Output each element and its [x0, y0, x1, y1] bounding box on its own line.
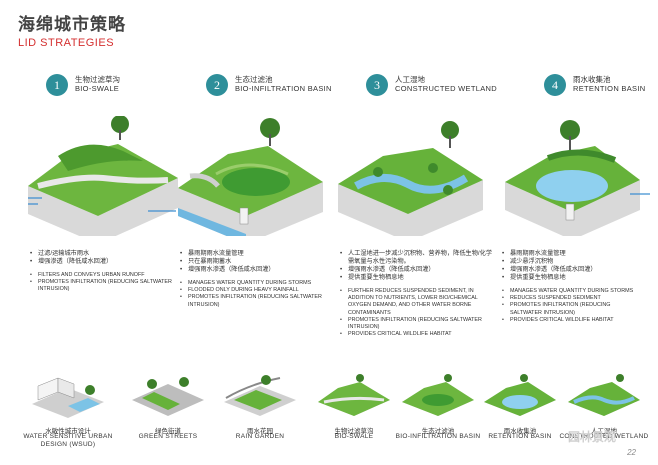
- thumb-title-cn: 雨水花园: [247, 428, 273, 435]
- bullet-en: PROMOTES INFILTRATION (REDUCING SALTWATE…: [178, 294, 338, 308]
- strategy-title-en: BIO-INFILTRATION BASIN: [235, 84, 332, 93]
- strategy-bullets: 暴雨期雨水流量管理 减少悬浮沉积物 增强雨水渗透（降低咸水回灌） 提供重要生物栖…: [500, 250, 640, 330]
- thumb-title-en: RETENTION BASIN: [488, 433, 552, 440]
- bullet-cn: 增强雨水渗透（降低咸水回灌）: [500, 266, 640, 274]
- strategy-title-cn: 生物过滤草沟: [75, 75, 120, 84]
- thumb-title-en: CONSTRUCTED WETLAND: [559, 433, 649, 440]
- bullet-en: PROMOTES INFILTRATION (REDUCING SALTWATE…: [500, 302, 640, 316]
- bullet-cn: 增强渗透（降低咸水回灌）: [28, 258, 188, 266]
- bullet-cn: 提供重要生物栖息地: [500, 274, 640, 282]
- number-badge: 1: [46, 74, 68, 96]
- strategy-bullets: 过滤/运输城市雨水 增强渗透（降低咸水回灌） FILTERS AND CONVE…: [28, 250, 188, 300]
- strategy-bio-swale: 1 生物过滤草沟 BIO-SWALE 过滤/运输城市雨水 增强渗透（降低咸水回灌…: [28, 74, 178, 349]
- retention-basin-illustration: [505, 120, 650, 236]
- wsud-thumbnail: [32, 377, 104, 418]
- bio-infiltration-basin-thumbnail: [402, 374, 474, 416]
- thumb-title-cn: 人工湿地: [591, 428, 617, 435]
- bullet-en: FLOODED ONLY DURING HEAVY RAINFALL: [178, 287, 338, 294]
- number-badge: 2: [206, 74, 228, 96]
- bullet-cn: 暴雨期雨水流量管理: [500, 250, 640, 258]
- thumb-title-cn: 生物过滤草沟: [334, 428, 374, 435]
- strategy-title-en: RETENTION BASIN: [573, 84, 646, 93]
- thumb-title-en: BIO-SWALE: [334, 433, 374, 440]
- rain-garden-thumbnail: [224, 375, 296, 416]
- bio-swale-illustration: [28, 116, 178, 236]
- bullet-cn: 增强雨水渗透（降低咸水回灌）: [338, 266, 498, 274]
- strategy-title-en: CONSTRUCTED WETLAND: [395, 84, 497, 93]
- bio-swale-thumbnail: [318, 374, 390, 416]
- page-title: 海绵城市策略: [18, 15, 126, 34]
- bullet-cn: 只在暴雨期蓄水: [178, 258, 338, 266]
- thumb-title-en: GREEN STREETS: [138, 433, 198, 440]
- bullet-en: FILTERS AND CONVEYS URBAN RUNOFF: [28, 272, 188, 279]
- bullet-en: MANAGES WATER QUANTITY DURING STORMS: [178, 280, 338, 287]
- bullet-cn: 减少悬浮沉积物: [500, 258, 640, 266]
- bullet-en: REDUCES SUSPENDED SEDIMENT: [500, 295, 640, 302]
- thumb-retention-basin: 雨水收集池 RETENTION BASIN: [480, 370, 560, 460]
- strategy-retention-basin: 4 雨水收集池 RETENTION BASIN 暴雨期雨水流量管理 减少悬浮沉积…: [500, 74, 650, 349]
- green-streets-thumbnail: [132, 377, 204, 416]
- thumb-title-cn: 雨水收集池: [503, 428, 537, 435]
- bullet-en: PROMOTES INFILTRATION (REDUCING SALTWATE…: [338, 317, 498, 331]
- constructed-wetland-thumbnail: [568, 374, 640, 416]
- thumb-title-cn: 绿色街道: [155, 428, 181, 435]
- bullet-cn: 暴雨期雨水流量管理: [178, 250, 338, 258]
- thumb-title-en: BIO-INFILTRATION BASIN: [395, 433, 481, 440]
- bullet-cn: 人工湿地进一步减少沉积物、营养物，降低生物/化学需氧量与水性污染物。: [338, 250, 498, 266]
- strategy-constructed-wetland: 3 人工湿地 CONSTRUCTED WETLAND 人工湿地进一步减少沉积物、…: [338, 74, 497, 349]
- bullet-en: PROVIDES CRITICAL WILDLIFE HABITAT: [338, 331, 498, 338]
- strategy-title-cn: 人工湿地: [395, 75, 425, 84]
- page-subtitle: LID STRATEGIES: [18, 37, 115, 49]
- thumb-title-cn: 水敏性城市设计: [45, 428, 91, 435]
- thumb-bio-infiltration-basin: 生态过滤池 BIO-INFILTRATION BASIN: [396, 370, 480, 460]
- bullet-cn: 提供重要生物栖息地: [338, 274, 498, 282]
- bullet-en: FURTHER REDUCES SUSPENDED SEDIMENT, IN A…: [338, 288, 498, 317]
- thumb-green-streets: 绿色街道 GREEN STREETS: [128, 370, 208, 460]
- strategy-title-cn: 雨水收集池: [573, 75, 611, 84]
- retention-basin-thumbnail: [484, 374, 556, 416]
- watermark: 园林景观: [568, 430, 617, 444]
- bio-infiltration-basin-illustration: [178, 118, 323, 236]
- thumb-rain-garden: 雨水花园 RAIN GARDEN: [220, 370, 300, 460]
- bullet-cn: 过滤/运输城市雨水: [28, 250, 188, 258]
- bullet-en: MANAGES WATER QUANTITY DURING STORMS: [500, 288, 640, 295]
- thumb-wsud: 水敏性城市设计 WATER SENSITIVE URBAN DESIGN (WS…: [23, 370, 112, 460]
- bullet-en: PROVIDES CRITICAL WILDLIFE HABITAT: [500, 317, 640, 324]
- thumb-title-en: WATER SENSITIVE URBAN DESIGN (WSUD): [23, 433, 113, 448]
- thumbnail-row: 水敏性城市设计 WATER SENSITIVE URBAN DESIGN (WS…: [0, 370, 658, 460]
- thumb-constructed-wetland: 人工湿地 CONSTRUCTED WETLAND: [559, 370, 648, 460]
- page-number: 22: [627, 448, 636, 457]
- bullet-cn: 增强雨水渗透（降低咸水回灌）: [178, 266, 338, 274]
- number-badge: 4: [544, 74, 566, 96]
- bullet-en: PROMOTES INFILTRATION (REDUCING SALTWATE…: [28, 279, 188, 293]
- strategy-title-cn: 生态过滤池: [235, 75, 273, 84]
- thumb-bio-swale: 生物过滤草沟 BIO-SWALE: [314, 370, 394, 460]
- thumb-title-en: RAIN GARDEN: [235, 433, 285, 440]
- thumb-title-cn: 生态过滤池: [421, 428, 455, 435]
- strategy-title-en: BIO-SWALE: [75, 84, 120, 93]
- strategy-bullets: 暴雨期雨水流量管理 只在暴雨期蓄水 增强雨水渗透（降低咸水回灌） MANAGES…: [178, 250, 338, 315]
- number-badge: 3: [366, 74, 388, 96]
- strategy-bullets: 人工湿地进一步减少沉积物、营养物，降低生物/化学需氧量与水性污染物。 增强雨水渗…: [338, 250, 498, 344]
- constructed-wetland-illustration: [338, 121, 483, 236]
- strategy-bio-infiltration-basin: 2 生态过滤池 BIO-INFILTRATION BASIN 暴雨期雨水流量管理…: [178, 74, 331, 349]
